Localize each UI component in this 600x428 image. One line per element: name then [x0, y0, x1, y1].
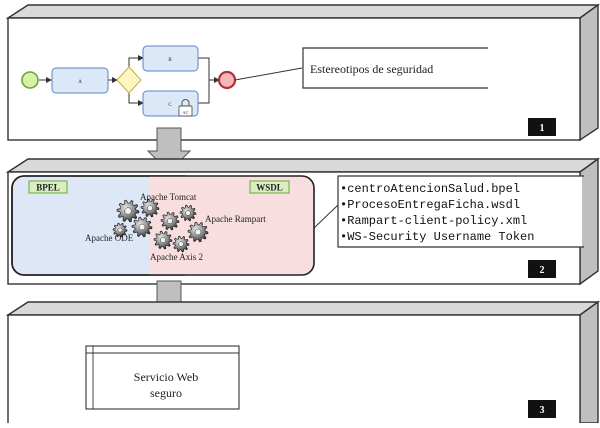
files-list: •centroAtencionSalud.bpel •ProcesoEntreg… [337, 175, 584, 248]
layer-2-top-face [5, 158, 600, 173]
layer-2-side-face [579, 157, 599, 286]
gear-icon [187, 221, 209, 243]
apache-ode-label: Apache ODE [85, 233, 134, 243]
bpmn-process: A B C AC [21, 45, 303, 117]
lock-label: AC [182, 110, 188, 115]
annotation-text: Estereotipos de seguridad [310, 62, 433, 76]
wsdl-label-box [249, 180, 290, 194]
apache-tomcat-label: Apache Tomcat [140, 192, 197, 202]
file-item: •ProcesoEntregaFicha.wsdl [340, 198, 520, 212]
file-item: •Rampart-client-policy.xml [340, 214, 527, 228]
gear-icon [140, 198, 160, 218]
task-c-label: C [168, 103, 172, 108]
layer-3-top-face [5, 301, 600, 316]
layer-1-badge [528, 118, 556, 136]
service-title-line2: seguro [150, 386, 182, 400]
gear-icon [131, 216, 153, 238]
apache-rampart-label: Apache Rampart [205, 214, 266, 224]
bpel-label: BPEL [36, 183, 60, 193]
gear-icon [160, 211, 180, 231]
task-a [51, 67, 109, 94]
files-connector [313, 204, 339, 229]
apache-axis-label: Apache Axis 2 [150, 252, 203, 262]
gear-icon [172, 235, 190, 253]
file-item: •centroAtencionSalud.bpel [340, 182, 520, 196]
layer-3-badge-text: 3 [540, 405, 545, 416]
annotation-connector [234, 67, 303, 81]
layer-2-badge [528, 260, 556, 278]
start-event [21, 71, 39, 89]
wsdl-label: WSDL [256, 183, 283, 193]
gear-icon [116, 199, 140, 223]
layer-1-top-face [5, 4, 600, 19]
gear-icon [179, 204, 197, 222]
flow-gateway-to-c [128, 92, 144, 106]
layer-2-badge-text: 2 [540, 265, 545, 276]
flow-gateway-to-b [128, 55, 144, 68]
end-event [217, 70, 237, 90]
file-item: •WS-Security Username Token [340, 230, 534, 244]
layer-3-badge [528, 400, 556, 418]
exclusive-gateway [116, 66, 142, 94]
runtime-container: BPEL WSDL Apache Tomcat Apache Rampart A… [11, 175, 315, 276]
layer-1-badge-text: 1 [540, 123, 545, 134]
gear-icon [153, 230, 173, 250]
task-a-label: A [78, 80, 82, 85]
layer-3-side-face [579, 300, 599, 424]
service-title-line1: Servicio Web [134, 370, 198, 384]
layer-1-side-face [579, 3, 599, 142]
gear-icon [112, 222, 128, 238]
gears-cluster [112, 198, 209, 253]
flow-c-to-end [198, 80, 210, 104]
wsdl-region [150, 176, 314, 275]
flow-b-to-end [198, 57, 220, 83]
task-b [142, 45, 199, 72]
task-b-label: B [168, 58, 172, 63]
lock-icon [178, 99, 193, 117]
secure-web-service: Servicio Web seguro [85, 345, 240, 410]
security-annotation: Estereotipos de seguridad [302, 47, 488, 89]
bpel-label-box [28, 180, 68, 194]
runtime-outline [11, 175, 315, 276]
